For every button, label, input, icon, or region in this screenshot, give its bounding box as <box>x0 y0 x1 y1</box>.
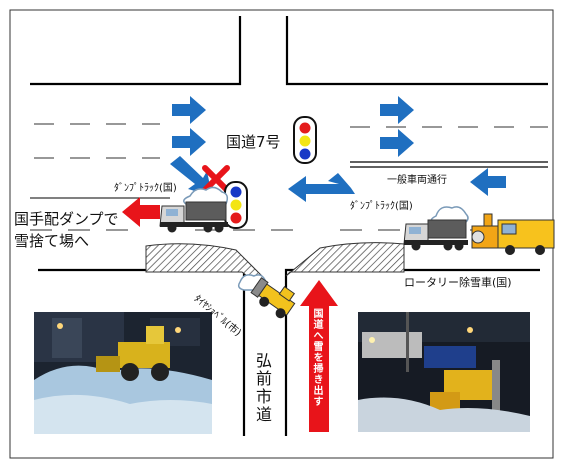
city-road-label: 弘前市道 <box>253 352 272 424</box>
push-snow-arrow-icon <box>300 280 338 432</box>
dump-truck-icon <box>159 186 229 233</box>
photo-left <box>34 312 212 434</box>
snow-piles <box>145 242 405 279</box>
photo-right <box>358 312 530 432</box>
eastbound-arrow-icon <box>380 96 414 124</box>
eastbound-arrow-icon <box>172 96 206 124</box>
destination-line1: 国手配ダンプで <box>14 210 119 228</box>
westbound-arrow-icon <box>470 168 506 196</box>
flow-arrows <box>170 96 506 202</box>
eastbound-arrow-icon <box>380 129 414 157</box>
push-snow-label: 国道へ雪を掃き出す <box>311 308 322 407</box>
blocked-turn-arrow-icon <box>170 156 212 196</box>
traffic-signal-icon <box>293 116 317 164</box>
rotary-plow-label: ロータリー除雪車(国) <box>404 276 512 289</box>
rotary-snowplow-icon <box>471 213 555 255</box>
dump-truck-right-label: ﾀﾞﾝﾌﾟﾄﾗｯｸ(国) <box>350 201 413 212</box>
route7-label: 国道7号 <box>226 133 281 151</box>
destination-line2: 雪捨て場へ <box>14 232 90 250</box>
traffic-signal-icon <box>224 181 248 229</box>
dump-truck-icon <box>403 206 469 251</box>
wheel-loader-icon <box>237 274 296 319</box>
dump-truck-left-label: ﾀﾞﾝﾌﾟﾄﾗｯｸ(国) <box>114 183 177 194</box>
x-mark-icon <box>202 165 230 193</box>
turning-arrow-icon <box>288 173 355 202</box>
general-traffic-label: 一般車両通行 <box>387 175 447 186</box>
eastbound-arrow-icon <box>172 128 206 156</box>
to-dump-site-arrow-icon <box>122 197 160 227</box>
